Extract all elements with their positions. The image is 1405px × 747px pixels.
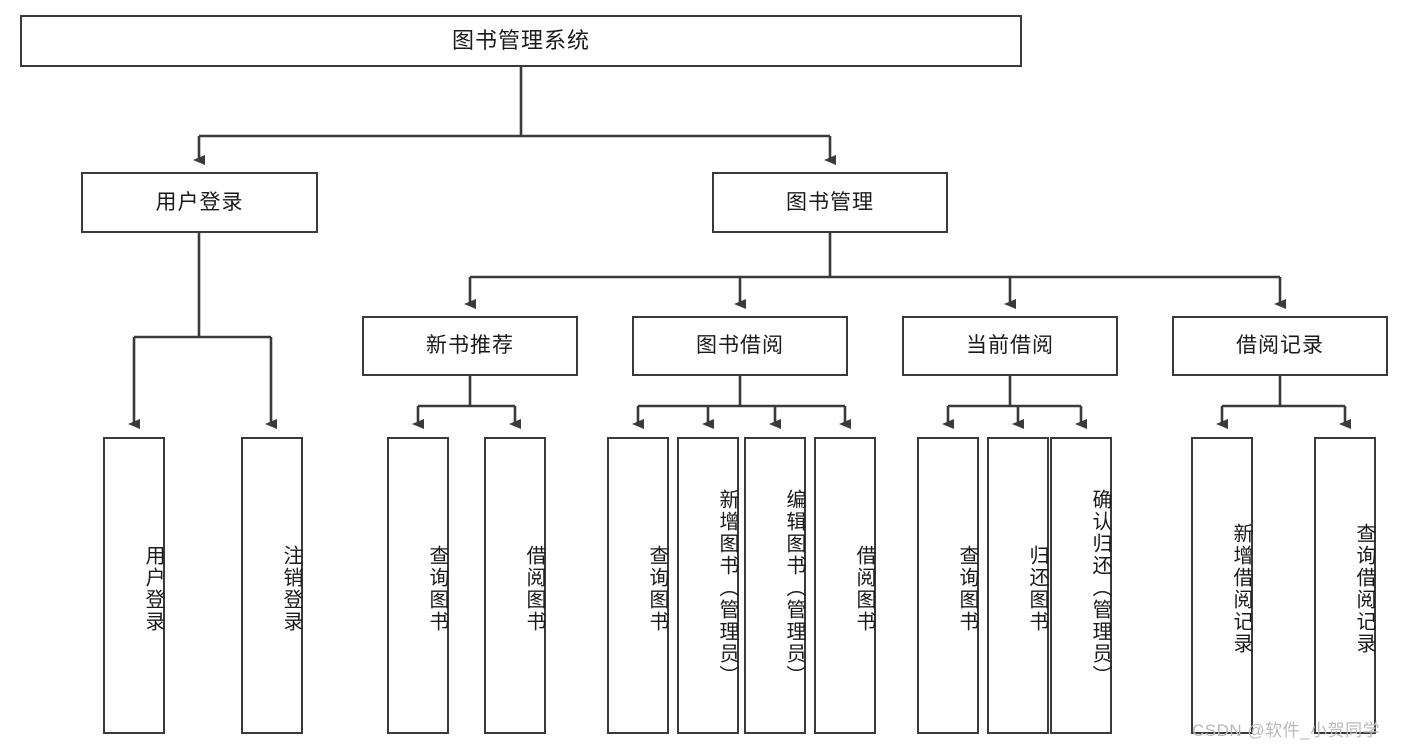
leaf-current-confirm-return-admin[interactable]: 确认归还（管理员） <box>1050 437 1112 734</box>
node-book-manage[interactable]: 图书管理 <box>712 172 948 233</box>
leaf-current-search-book[interactable]: 查询图书 <box>917 437 979 734</box>
node-new-book-recommend[interactable]: 新书推荐 <box>362 316 578 376</box>
leaf-recommend-borrow-book[interactable]: 借阅图书 <box>484 437 546 734</box>
node-root-system[interactable]: 图书管理系统 <box>20 15 1022 67</box>
leaf-borrow-edit-book-admin[interactable]: 编辑图书（管理员） <box>744 437 806 734</box>
node-current-borrow[interactable]: 当前借阅 <box>902 316 1118 376</box>
csdn-watermark: CSDN @软件_小贺同学 <box>1192 721 1381 740</box>
leaf-recommend-search-book[interactable]: 查询图书 <box>387 437 449 734</box>
leaf-record-add-record[interactable]: 新增借阅记录 <box>1191 437 1253 734</box>
leaf-user-logout[interactable]: 注销登录 <box>241 437 303 734</box>
leaf-borrow-search-book[interactable]: 查询图书 <box>607 437 669 734</box>
leaf-user-login[interactable]: 用户登录 <box>103 437 165 734</box>
leaf-borrow-borrow-book[interactable]: 借阅图书 <box>814 437 876 734</box>
node-borrow-record[interactable]: 借阅记录 <box>1172 316 1388 376</box>
node-user-login[interactable]: 用户登录 <box>81 172 318 233</box>
node-book-borrow[interactable]: 图书借阅 <box>632 316 848 376</box>
leaf-borrow-add-book-admin[interactable]: 新增图书（管理员） <box>677 437 739 734</box>
leaf-current-return-book[interactable]: 归还图书 <box>987 437 1049 734</box>
leaf-record-search-record[interactable]: 查询借阅记录 <box>1314 437 1376 734</box>
